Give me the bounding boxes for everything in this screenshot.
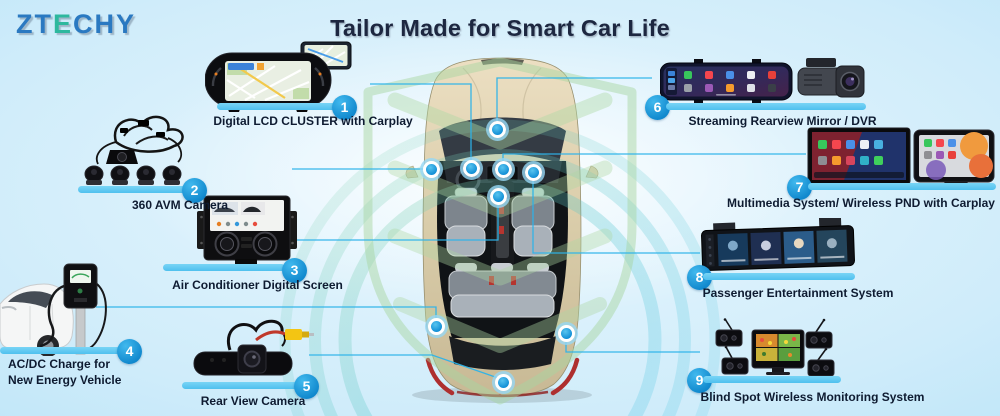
callout-label-7: Multimedia System/ Wireless PND with Car… bbox=[727, 196, 995, 210]
car-connection-dot-windshield bbox=[489, 121, 506, 138]
callout-line-5 bbox=[182, 382, 300, 389]
logo-letter: Y bbox=[116, 9, 137, 39]
product-blind-spot-monitor-image bbox=[715, 318, 835, 377]
logo-letter: C bbox=[73, 9, 95, 39]
callout-number-4: 4 bbox=[117, 339, 142, 364]
callout-line-4 bbox=[0, 347, 122, 354]
car-connection-dot-console bbox=[490, 188, 507, 205]
car-connection-dot-rear-center bbox=[495, 374, 512, 391]
callout-number-2: 2 bbox=[182, 178, 207, 203]
car-connection-dot-dash-left bbox=[463, 160, 480, 177]
product-rear-view-camera-image bbox=[193, 319, 314, 376]
callout-line-1 bbox=[217, 103, 339, 110]
logo-letter: H bbox=[94, 9, 117, 39]
callout-label-5: Rear View Camera bbox=[200, 394, 306, 408]
callout-number-6: 6 bbox=[645, 95, 670, 120]
car-connection-dot-rear-right bbox=[558, 325, 575, 342]
callout-label-8: Passenger Entertainment System bbox=[702, 286, 894, 300]
product-passenger-entertainment-image bbox=[701, 218, 855, 272]
callout-label-4-line2: New Energy Vehicle bbox=[8, 373, 122, 387]
callout-number-7: 7 bbox=[787, 175, 812, 200]
callout-line-9 bbox=[703, 376, 841, 383]
callout-line-2 bbox=[78, 186, 188, 193]
callout-number-3: 3 bbox=[282, 258, 307, 283]
callout-label-4-line1: AC/DC Charge for bbox=[8, 357, 111, 371]
product-digital-cluster-image bbox=[205, 41, 352, 112]
callout-label-6: Streaming Rearview Mirror / DVR bbox=[688, 114, 877, 128]
callout-number-5: 5 bbox=[294, 374, 319, 399]
callout-line-7 bbox=[808, 183, 996, 190]
logo-letter: T bbox=[34, 9, 53, 39]
callout-line-3 bbox=[163, 264, 285, 271]
callout-line-6 bbox=[666, 103, 866, 110]
car-connection-dot-left-mirror bbox=[423, 161, 440, 178]
logo-letter: Z bbox=[16, 9, 35, 39]
callout-label-3: Air Conditioner Digital Screen bbox=[172, 278, 343, 292]
product-ac-digital-screen-image bbox=[197, 195, 297, 267]
product-ev-charging-image bbox=[0, 263, 107, 356]
product-multimedia-pnd-image bbox=[807, 127, 995, 186]
callout-label-1: Digital LCD CLUSTER with Carplay bbox=[213, 114, 413, 128]
car-connection-dot-rear-left bbox=[428, 318, 445, 335]
brand-logo: ZTECHY bbox=[16, 9, 136, 40]
product-mirror-dvr-image bbox=[660, 58, 865, 106]
callout-label-9: Blind Spot Wireless Monitoring System bbox=[700, 390, 925, 404]
logo-letter: E bbox=[53, 9, 74, 39]
car-connection-dot-dash-right bbox=[525, 164, 542, 181]
callout-number-1: 1 bbox=[332, 95, 357, 120]
car-connection-dot-dash-center bbox=[495, 161, 512, 178]
callout-line-8 bbox=[703, 273, 855, 280]
callout-label-2: 360 AVM Camera bbox=[131, 198, 229, 212]
page-title: Tailor Made for Smart Car Life bbox=[330, 15, 670, 41]
product-360-avm-camera-image bbox=[84, 115, 184, 185]
